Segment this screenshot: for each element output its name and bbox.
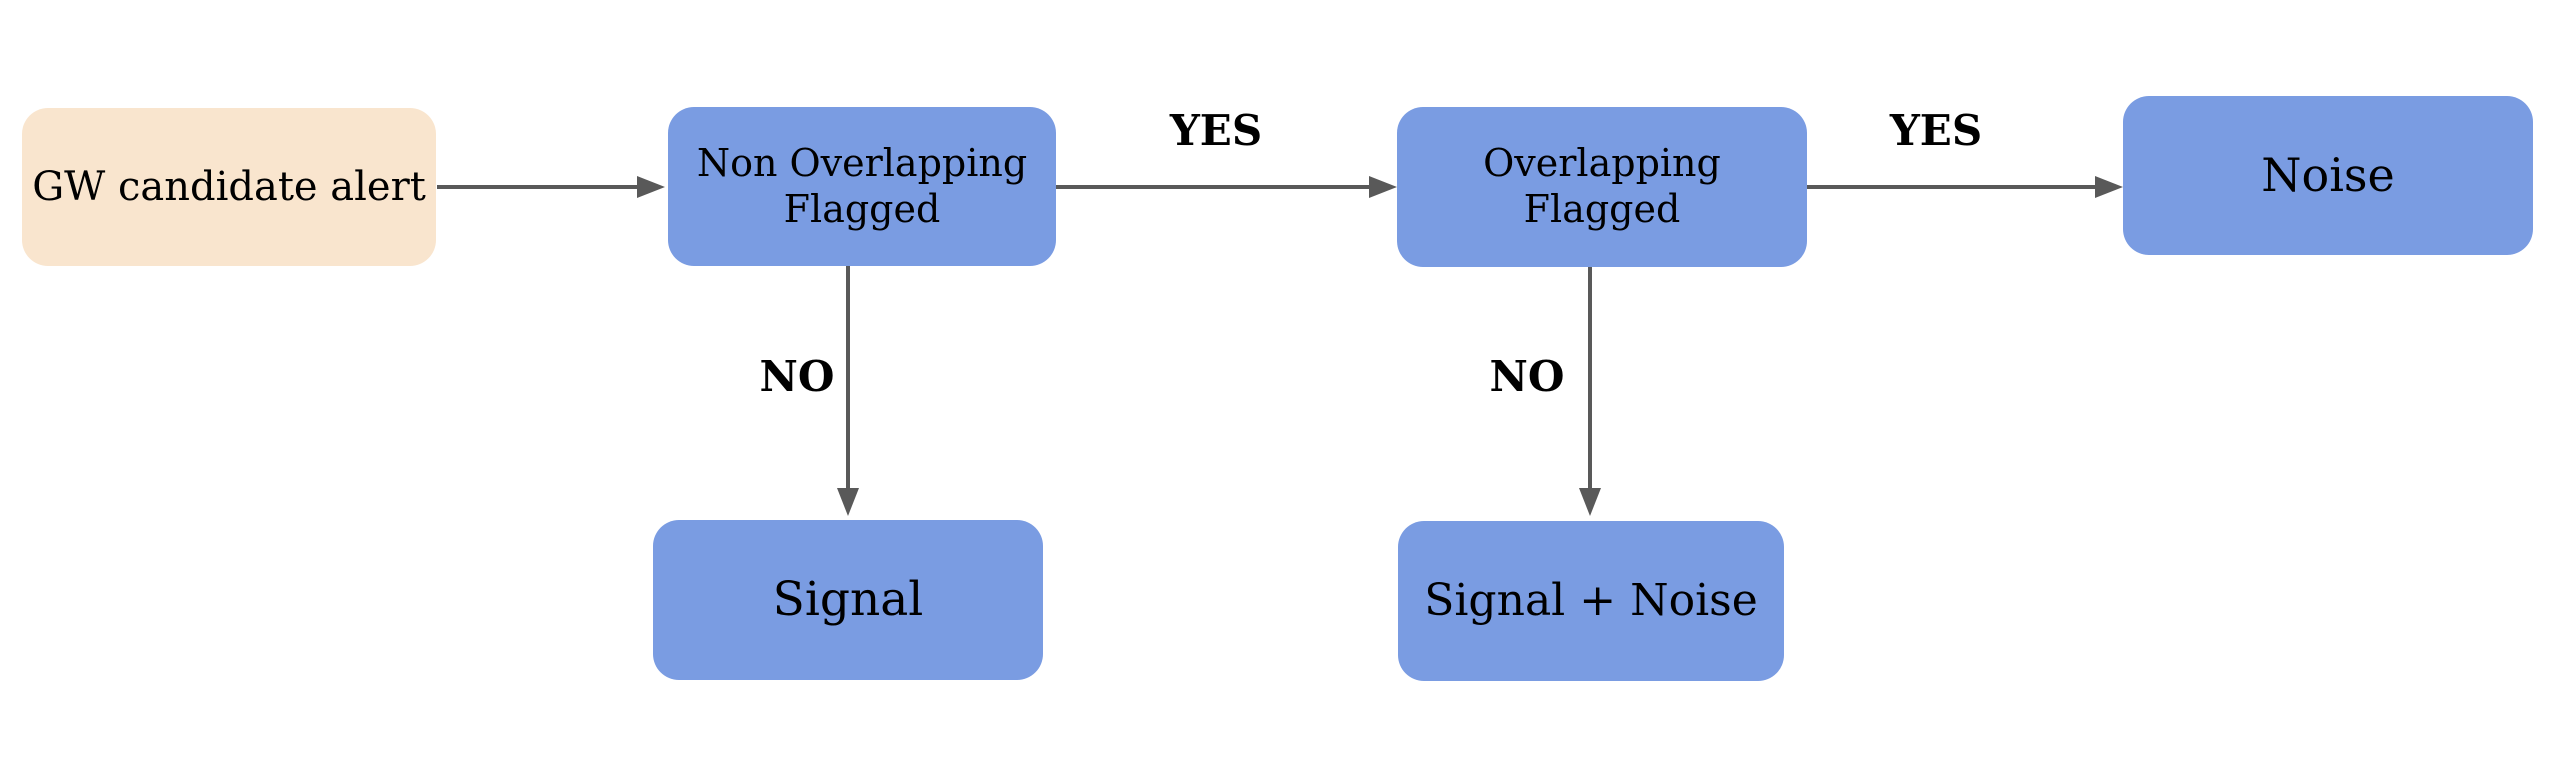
edge-label-no-2: NO [1489, 351, 1565, 401]
edge-label-yes-1: YES [1169, 105, 1263, 155]
node-noise-label: Noise [2261, 147, 2395, 202]
node-signal: Signal [653, 520, 1043, 680]
node-signal-label: Signal [772, 571, 924, 627]
edge-nonoverlapping-to-overlapping-line [1056, 185, 1371, 189]
edge-alert-to-nonoverlapping-line [437, 185, 639, 189]
edge-overlapping-to-noise-line [1807, 185, 2097, 189]
edge-nonoverlapping-to-signal-line [846, 266, 850, 490]
edge-overlapping-to-signalnoise-line [1588, 267, 1592, 490]
arrowhead-down-icon [1579, 488, 1601, 516]
node-non-overlapping-flagged: Non Overlapping Flagged [668, 107, 1056, 266]
arrowhead-right-icon [1369, 176, 1397, 198]
edge-label-yes-2: YES [1889, 105, 1983, 155]
node-signal-plus-noise-label: Signal + Noise [1424, 574, 1758, 626]
arrowhead-right-icon [2095, 176, 2123, 198]
node-noise: Noise [2123, 96, 2533, 255]
arrowhead-down-icon [837, 488, 859, 516]
node-gw-candidate-alert: GW candidate alert [22, 108, 436, 266]
node-signal-plus-noise: Signal + Noise [1398, 521, 1784, 681]
arrowhead-right-icon [637, 176, 665, 198]
edge-label-no-1: NO [759, 351, 835, 401]
node-gw-candidate-alert-label: GW candidate alert [32, 164, 426, 210]
node-non-overlapping-flagged-label: Non Overlapping Flagged [696, 140, 1028, 231]
node-overlapping-flagged-label: Overlapping Flagged [1483, 141, 1721, 231]
node-overlapping-flagged: Overlapping Flagged [1397, 107, 1807, 267]
